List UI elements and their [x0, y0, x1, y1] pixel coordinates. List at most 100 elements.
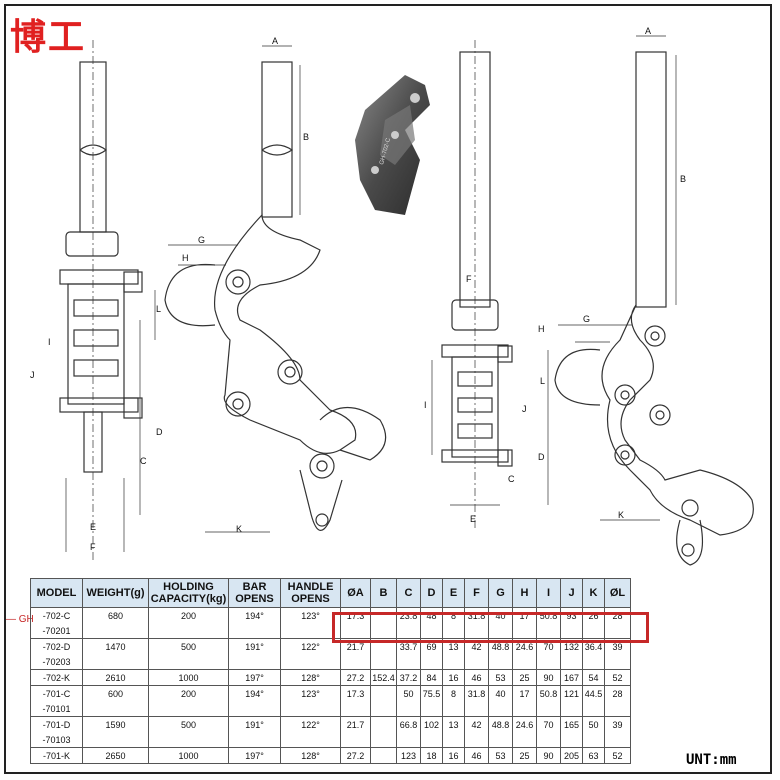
- column-header: WEIGHT(g): [82, 578, 149, 608]
- table-cell: 31.8: [464, 685, 489, 701]
- column-header: I: [536, 578, 561, 608]
- table-cell: 2610: [82, 669, 149, 686]
- table-cell: [582, 701, 605, 717]
- table-cell: 90: [536, 669, 561, 686]
- column-header: K: [582, 578, 605, 608]
- table-cell: [464, 732, 489, 748]
- table-cell: [512, 732, 537, 748]
- table-cell: [370, 701, 397, 717]
- table-cell: [280, 701, 341, 717]
- side-view-right: [547, 35, 754, 566]
- column-header: ØA: [340, 578, 371, 608]
- model-cell: -702-C: [30, 607, 83, 623]
- table-cell: [396, 732, 421, 748]
- table-cell: [512, 654, 537, 670]
- table-cell: 21.7: [340, 716, 371, 732]
- table-cell: 1000: [148, 747, 229, 764]
- highlight-box: [332, 612, 649, 643]
- table-cell: 2650: [82, 747, 149, 764]
- table-cell: 128°: [280, 669, 341, 686]
- table-cell: 25: [512, 669, 537, 686]
- table-cell: 165: [560, 716, 583, 732]
- table-cell: [488, 654, 513, 670]
- table-cell: 680: [82, 607, 149, 623]
- table-cell: 122°: [280, 716, 341, 732]
- column-header: D: [420, 578, 443, 608]
- dim-a-right: A: [645, 26, 651, 36]
- table-cell: 121: [560, 685, 583, 701]
- dim-i-left: I: [48, 337, 51, 347]
- dim-e-right: E: [470, 514, 476, 524]
- table-cell: 40: [488, 685, 513, 701]
- table-cell: [396, 654, 421, 670]
- table-cell: [228, 623, 281, 639]
- unit-label: UNT:mm: [686, 752, 737, 768]
- dim-j-right: J: [522, 404, 527, 414]
- model-cell: -70103: [30, 732, 83, 748]
- table-cell: [604, 654, 631, 670]
- table-cell: 200: [148, 685, 229, 701]
- table-cell: [82, 732, 149, 748]
- table-cell: 46: [464, 669, 489, 686]
- table-cell: 54: [582, 669, 605, 686]
- dim-k-left: K: [236, 524, 242, 534]
- table-cell: [228, 732, 281, 748]
- table-cell: [370, 654, 397, 670]
- table-cell: [396, 701, 421, 717]
- table-cell: 191°: [228, 716, 281, 732]
- table-cell: 102: [420, 716, 443, 732]
- dim-c-left: C: [140, 456, 147, 466]
- table-cell: 39: [604, 716, 631, 732]
- column-header: E: [442, 578, 465, 608]
- dim-h-left: H: [182, 253, 189, 263]
- dim-a-left: A: [272, 36, 278, 46]
- table-cell: 194°: [228, 685, 281, 701]
- page-frame: [4, 4, 772, 774]
- table-cell: [442, 701, 465, 717]
- table-cell: [442, 732, 465, 748]
- table-cell: [370, 747, 397, 764]
- dim-c-right: C: [508, 474, 515, 484]
- model-cell: -701-K: [30, 747, 83, 764]
- table-cell: 27.2: [340, 747, 371, 764]
- dim-b-left: B: [303, 132, 309, 142]
- dimension-labels: A B G H L I J D C E F K A B G H L I J D …: [30, 26, 686, 552]
- dim-d-right: D: [538, 452, 545, 462]
- table-cell: 46: [464, 747, 489, 764]
- table-cell: 42: [464, 716, 489, 732]
- table-cell: [148, 701, 229, 717]
- table-cell: [370, 685, 397, 701]
- table-cell: 50.8: [536, 685, 561, 701]
- table-cell: 52: [604, 669, 631, 686]
- table-cell: [280, 654, 341, 670]
- table-cell: 1000: [148, 669, 229, 686]
- table-cell: [82, 654, 149, 670]
- table-cell: 13: [442, 716, 465, 732]
- table-cell: 28: [604, 685, 631, 701]
- table-cell: 53: [488, 669, 513, 686]
- table-cell: 84: [420, 669, 443, 686]
- table-cell: [536, 732, 561, 748]
- table-cell: 123: [396, 747, 421, 764]
- table-cell: 18: [420, 747, 443, 764]
- table-cell: [370, 716, 397, 732]
- table-cell: [370, 732, 397, 748]
- table-cell: 53: [488, 747, 513, 764]
- dim-b-right: B: [680, 174, 686, 184]
- front-view-right: [431, 40, 513, 530]
- front-view-left: [59, 40, 143, 560]
- table-cell: [148, 732, 229, 748]
- column-header: HOLDING CAPACITY(kg): [148, 578, 229, 608]
- table-cell: [560, 654, 583, 670]
- table-cell: 500: [148, 716, 229, 732]
- table-row: -70101: [30, 701, 631, 717]
- table-cell: [228, 701, 281, 717]
- table-cell: [442, 654, 465, 670]
- dim-d-left: D: [156, 427, 163, 437]
- model-cell: -702-D: [30, 638, 83, 654]
- table-cell: 197°: [228, 669, 281, 686]
- column-header: J: [560, 578, 583, 608]
